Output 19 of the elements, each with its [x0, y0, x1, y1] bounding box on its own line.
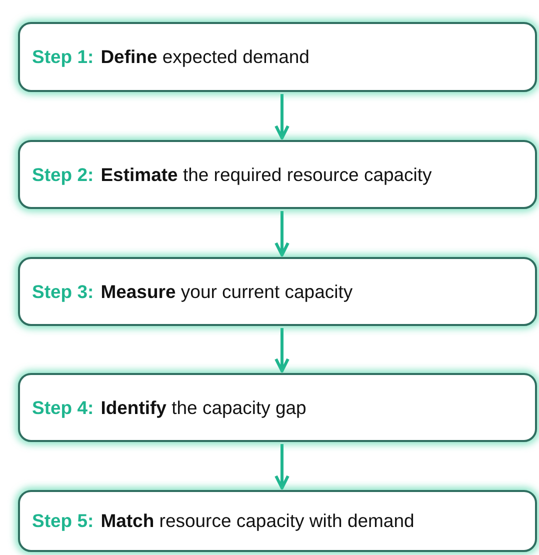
step-label: Step 2: [32, 164, 94, 186]
step-description: Measure your current capacity [100, 280, 353, 302]
step-description: Match resource capacity with demand [100, 510, 414, 532]
step-label: Step 1: [32, 46, 94, 68]
process-box [18, 257, 537, 326]
arrow [274, 328, 290, 372]
step-label: Step 4: [32, 396, 94, 418]
arrow [274, 211, 290, 256]
process-box [18, 490, 537, 552]
process-box [18, 140, 537, 209]
arrow [274, 94, 290, 140]
step-label: Step 5: [32, 510, 94, 532]
step-description: Define expected demand [100, 46, 310, 68]
step-description: Identify the capacity gap [100, 396, 306, 418]
step-label: Step 3: [32, 280, 94, 302]
process-box [18, 373, 537, 442]
process-box [18, 22, 537, 92]
step-description: Estimate the required resource capacity [100, 164, 432, 186]
arrow [274, 444, 290, 490]
